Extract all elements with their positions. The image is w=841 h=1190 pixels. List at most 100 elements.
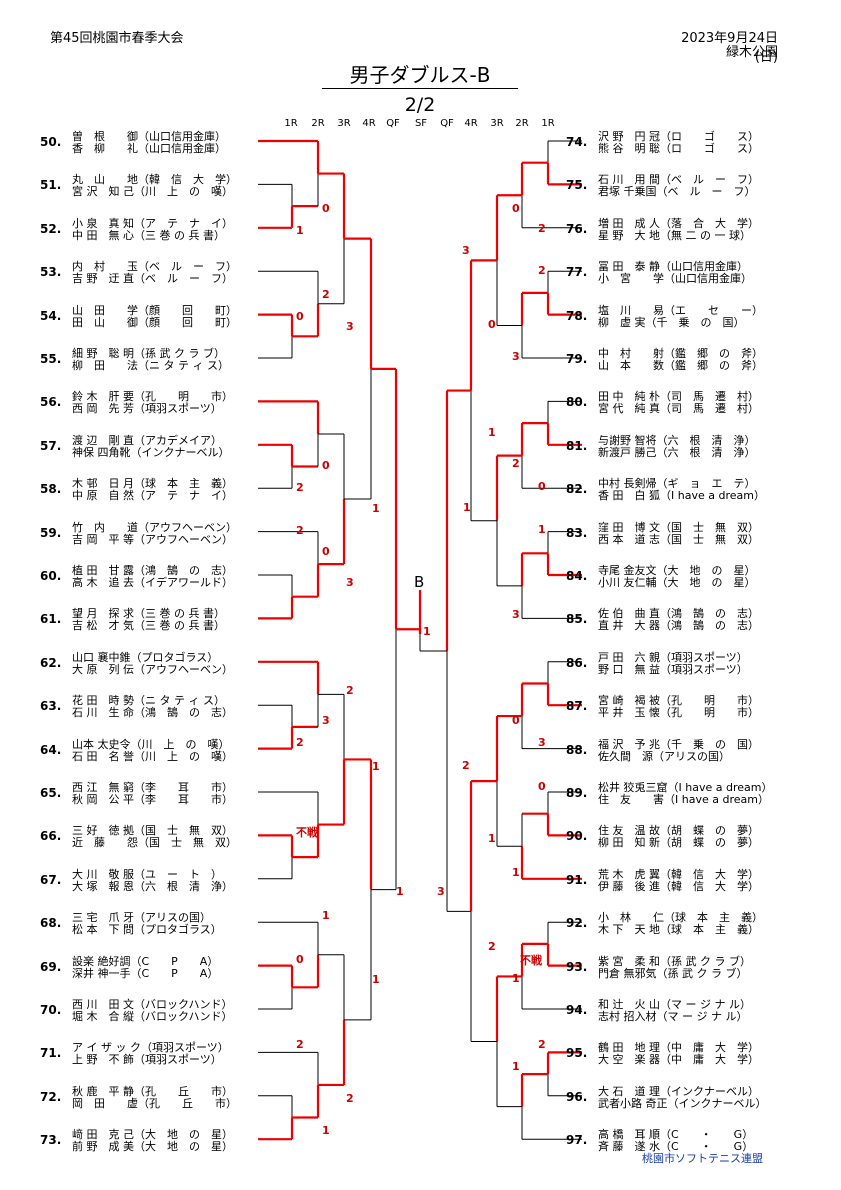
partner-name: 田 山 御（顔 回 町） <box>72 315 237 329</box>
draw-number: 95. <box>566 1046 588 1061</box>
match-score: 3 <box>346 320 354 333</box>
partner-name: 柳 虚 実（千 乗 の 国） <box>598 315 745 329</box>
match-score: 1 <box>296 224 304 237</box>
player-name: 福 沢 予 兆（千 乗 の 国） <box>598 737 759 751</box>
player-entry: 71.ア イ ザ ッ ク（項羽スポーツ）上 野 不 飾（項羽スポーツ） <box>40 1042 229 1066</box>
player-entry: 97.高 橋 耳 順（C ・ G）斉 藤 遂 水（C ・ G） <box>566 1129 753 1153</box>
partner-name: 伊 藤 後 進（韓 信 大 学） <box>598 879 759 893</box>
player-name: 荒 木 虎 翼（韓 信 大 学） <box>598 867 759 881</box>
player-name: 佐 伯 曲 直（鴻 鵠 の 志） <box>598 607 759 621</box>
player-name: 三 宅 爪 牙（アリスの国） <box>72 911 211 925</box>
match-score: 2 <box>346 1092 354 1105</box>
round-label: SF <box>414 118 428 129</box>
player-name: 増 田 成 人（落 合 大 学） <box>598 216 759 230</box>
player-name: 小 林 仁（球 本 主 義） <box>598 911 763 925</box>
player-name: ア イ ザ ッ ク（項羽スポーツ） <box>72 1041 229 1055</box>
draw-number: 52. <box>40 221 62 236</box>
player-name: 寺尾 金友文（大 地 の 星） <box>598 564 756 577</box>
player-entry: 91.荒 木 虎 翼（韓 信 大 学）伊 藤 後 進（韓 信 大 学） <box>566 867 759 893</box>
round-label: QF <box>440 118 454 129</box>
player-entry: 74.沢 野 円 冠（ロ ゴ ス）熊 谷 明 聡（ロ ゴ ス） <box>566 131 759 155</box>
partner-name: 木 下 天 地（球 本 主 義） <box>598 923 759 937</box>
player-entry: 77.冨 田 泰 静（山口信用金庫）小 宮 学（山口信用金庫） <box>566 261 752 285</box>
player-entry: 85.佐 伯 曲 直（鴻 鵠 の 志）直 井 大 器（鴻 鵠 の 志） <box>566 608 759 632</box>
player-entry: 80.田 中 純 朴（司 馬 遷 村）宮 代 純 真（司 馬 遷 村） <box>566 391 759 415</box>
match-score: 2 <box>538 222 546 235</box>
player-entry: 90.住 友 温 故（胡 蝶 の 夢）柳 田 知 新（胡 蝶 の 夢） <box>566 825 759 849</box>
partner-name: 石 川 生 命（鴻 鵠 の 志） <box>72 706 233 720</box>
page-title: 男子ダブルス-B <box>322 62 518 89</box>
match-score: 1 <box>512 1060 520 1073</box>
draw-number: 65. <box>40 786 62 800</box>
player-entry: 84.寺尾 金友文（大 地 の 星）小川 友仁輔（大 地 の 星） <box>566 565 756 589</box>
round-label: 2R <box>311 118 325 129</box>
match-score: 3 <box>512 608 520 621</box>
match-score: 3 <box>512 350 520 363</box>
round-label: 1R <box>284 118 298 129</box>
draw-number: 87. <box>566 699 588 714</box>
player-entry: 83.窪 田 博 文（国 士 無 双）西 本 道 志（国 士 無 双） <box>566 521 759 546</box>
player-name: 山本 太史令（川 上 の 嘆） <box>72 737 230 751</box>
partner-name: 新渡戸 勝己（六 根 清 浄） <box>598 445 756 459</box>
partner-name: 秋 岡 公 平（李 耳 市） <box>72 793 233 806</box>
partner-name: 柳 田 法（ニ タ テ ィ ス） <box>72 359 229 372</box>
match-score: 2 <box>512 457 520 470</box>
match-score: 2 <box>296 1038 304 1051</box>
player-name: 戸 田 六 親（項羽スポーツ） <box>598 650 748 664</box>
draw-number: 82. <box>566 482 588 497</box>
draw-number: 62. <box>40 655 62 670</box>
match-score: 0 <box>538 480 546 493</box>
match-score: 0 <box>538 780 546 793</box>
player-name: 中村 長剣帰（ギ ョ エ テ） <box>598 477 756 491</box>
player-name: 宮 崎 褐 被（孔 明 市） <box>598 694 759 708</box>
round-label: 4R <box>464 118 478 129</box>
draw-number: 79. <box>566 352 588 366</box>
match-score: 不戦 <box>520 954 542 967</box>
match-score: 2 <box>488 940 496 953</box>
player-entry: 94.和 辻 火 山（マ ー ジ ナ ル）志村 招入材（マ ー ジ ナ ル） <box>566 999 751 1023</box>
player-name: 大 石 道 理（インクナーベル） <box>598 1084 759 1098</box>
partner-name: 西 岡 先 芳（項羽スポーツ） <box>72 402 222 416</box>
partner-name: 君塚 千乗国（ベ ル ー フ） <box>598 185 756 199</box>
round-label: 3R <box>490 118 504 129</box>
match-score: 0 <box>512 714 520 727</box>
match-score: 3 <box>437 885 445 898</box>
player-name: 渡 辺 剛 直（アカデメイア） <box>72 433 222 447</box>
draw-number: 58. <box>40 482 62 497</box>
match-score: 0 <box>296 310 304 323</box>
player-entry: 65.西 江 無 窮（李 耳 市）秋 岡 公 平（李 耳 市） <box>40 782 233 806</box>
partner-name: 吉 松 才 気（三 巻 の 兵 書） <box>72 619 225 633</box>
round-label: QF <box>386 118 400 129</box>
player-entry: 53.内 村 玉（ベ ル ー フ）吉 野 迂 直（ベ ル ー フ） <box>40 261 237 285</box>
partner-name: 西 本 道 志（国 士 無 双） <box>598 532 759 546</box>
player-entry: 79.中 村 射（鑑 郷 の 斧）山 本 数（鑑 郷 の 斧） <box>566 348 763 372</box>
round-label: 2R <box>515 118 529 129</box>
player-entry: 56.鈴 木 肝 要（孔 明 市）西 岡 先 芳（項羽スポーツ） <box>40 391 233 415</box>
event-name: 第45回桃園市春季大会 <box>50 31 184 46</box>
match-score: 1 <box>423 625 431 638</box>
footer-org: 桃園市ソフトテニス連盟 <box>642 1152 763 1165</box>
draw-number: 78. <box>566 308 588 323</box>
player-entry: 61.望 月 探 求（三 巻 の 兵 書）吉 松 才 気（三 巻 の 兵 書） <box>40 608 225 632</box>
player-entry: 81.与謝野 智将（六 根 清 浄）新渡戸 勝己（六 根 清 浄） <box>566 434 756 459</box>
partner-name: 近 藤 怨（国 士 無 双） <box>72 836 237 850</box>
match-score: 1 <box>396 885 404 898</box>
player-entry: 89.松井 狡兎三窟（I have a dream）住 友 害（I have a… <box>566 782 772 806</box>
player-entry: 50.曽 根 御（山口信用金庫）香 柳 礼（山口信用金庫） <box>40 131 226 155</box>
match-score: 3 <box>322 714 330 727</box>
match-score: 1 <box>512 972 520 985</box>
match-score: 1 <box>322 1124 330 1137</box>
player-name: 鈴 木 肝 要（孔 明 市） <box>72 390 233 404</box>
match-score: 2 <box>538 1038 546 1051</box>
partner-name: 堀 木 合 縦（バロックハンド） <box>72 1010 233 1023</box>
match-score: 1 <box>322 909 330 922</box>
player-name: 住 友 温 故（胡 蝶 の 夢） <box>598 824 759 838</box>
partner-name: 香 柳 礼（山口信用金庫） <box>72 142 226 155</box>
partner-name: 香 田 白 狐（I have a dream） <box>598 489 765 503</box>
partner-name: 山 本 数（鑑 郷 の 斧） <box>598 359 763 372</box>
match-score: 0 <box>488 318 496 331</box>
draw-number: 97. <box>566 1133 588 1148</box>
match-score: 2 <box>296 524 304 537</box>
player-entry: 60.植 田 甘 露（鴻 鵠 の 志）高 木 追 去（イデアワールド） <box>40 565 233 589</box>
